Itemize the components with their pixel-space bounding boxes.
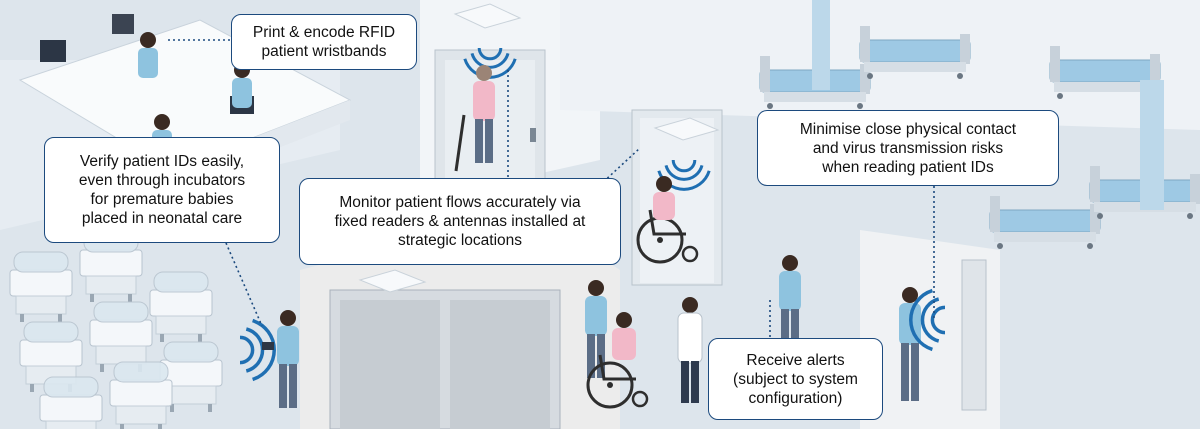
callout-line: Minimise close physical contact bbox=[799, 120, 1017, 138]
curtain bbox=[812, 0, 830, 90]
callout-line: Print & encode RFID bbox=[252, 24, 396, 41]
callout-connectors bbox=[168, 39, 935, 338]
callout-line: configuration) bbox=[748, 389, 843, 407]
callout-monitor-flows: Monitor patient flows accurately via fix… bbox=[299, 178, 621, 265]
visitor-walking bbox=[454, 65, 495, 172]
callout-line: Verify patient IDs easily, bbox=[79, 153, 245, 170]
callout-line: Receive alerts bbox=[746, 351, 845, 369]
callout-line: strategic locations bbox=[397, 232, 523, 249]
callout-line: patient wristbands bbox=[261, 43, 387, 60]
callout-line: Monitor patient flows accurately via bbox=[339, 194, 581, 211]
rfid-reader-icon-corridor bbox=[653, 117, 720, 141]
callout-minimise-contact: Minimise close physical contact and viru… bbox=[757, 110, 1059, 186]
rfid-reader-icon-lobby bbox=[358, 269, 427, 293]
doctor bbox=[677, 297, 703, 403]
nurse-neonatal bbox=[262, 310, 299, 408]
callout-line: when reading patient IDs bbox=[822, 158, 994, 176]
handheld-reader-icon bbox=[262, 342, 274, 350]
callout-line: and virus transmission risks bbox=[812, 139, 1004, 157]
patient-wheelchair bbox=[653, 176, 675, 220]
callout-line: even through incubators bbox=[78, 172, 246, 189]
callout-verify-ids: Verify patient IDs easily, even through … bbox=[44, 137, 280, 243]
door-icon-lobby bbox=[329, 289, 561, 429]
callout-print-encode: Print & encode RFID patient wristbands bbox=[231, 14, 417, 70]
curtain bbox=[1140, 80, 1164, 210]
nurse-alert bbox=[779, 255, 801, 345]
staff-reception-1 bbox=[138, 32, 158, 78]
callout-line: placed in neonatal care bbox=[81, 210, 243, 227]
rfid-reader-icon bbox=[453, 3, 522, 29]
patient-wheelchair-lobby bbox=[612, 312, 636, 360]
callout-line: for premature babies bbox=[90, 191, 234, 208]
callout-line: (subject to system bbox=[733, 370, 858, 388]
callout-line: fixed readers & antennas installed at bbox=[334, 213, 586, 230]
printer-icon bbox=[112, 14, 134, 34]
ward-door bbox=[961, 259, 987, 411]
callout-receive-alerts: Receive alerts (subject to system config… bbox=[708, 338, 883, 420]
